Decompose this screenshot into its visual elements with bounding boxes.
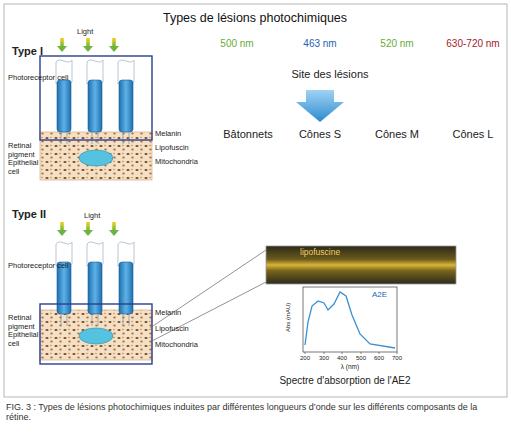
- light-label: Light: [77, 28, 93, 37]
- light-label: Light: [84, 212, 100, 221]
- part-name: Photoreceptor cell: [8, 262, 68, 271]
- tick-label: 400: [337, 355, 347, 362]
- part-name: Lipofuscin: [155, 144, 189, 153]
- part-name: Melanin: [155, 309, 181, 318]
- cell-type: Cônes M: [375, 128, 419, 141]
- part-name: Photoreceptor cell: [8, 74, 68, 83]
- tick-label: 600: [374, 355, 384, 362]
- figure-title: Types de lésions photochimiques: [163, 11, 347, 25]
- cell-type: Cônes S: [299, 128, 341, 141]
- part-name: Lipofuscin: [155, 325, 189, 334]
- tick-label: 700: [392, 355, 402, 362]
- site-heading: Site des lésions: [291, 68, 368, 81]
- wavelength: 463 nm: [303, 38, 336, 50]
- cell-type: Cônes L: [453, 128, 494, 141]
- tick-label: 300: [319, 355, 329, 362]
- part-name: Mitochondria: [155, 341, 198, 350]
- type-heading: Type I: [12, 45, 43, 58]
- wavelength: 630-720 nm: [446, 38, 499, 50]
- tick-label: 500: [356, 355, 366, 362]
- wavelength: 500 nm: [220, 38, 253, 50]
- wavelength: 520 nm: [380, 38, 413, 50]
- axis-title: λ (nm): [341, 363, 359, 370]
- image-label: lipofuscine: [300, 248, 340, 258]
- part-name: Mitochondria: [155, 158, 198, 167]
- type-heading: Type II: [12, 208, 46, 221]
- part-name: Retinal pigment Epithelial cell: [8, 314, 42, 349]
- axis-title: Abs (mAU): [285, 303, 292, 332]
- part-name: Retinal pigment Epithelial cell: [8, 142, 42, 177]
- cell-type: Bâtonnets: [223, 128, 273, 141]
- plot-caption: Spectre d'absorption de l'AE2: [279, 375, 410, 387]
- part-name: Melanin: [155, 130, 181, 139]
- figure-caption: FIG. 3 : Types de lésions photochimiques…: [6, 402, 504, 423]
- tick-label: 200: [300, 355, 310, 362]
- curve-label: A2E: [372, 290, 387, 299]
